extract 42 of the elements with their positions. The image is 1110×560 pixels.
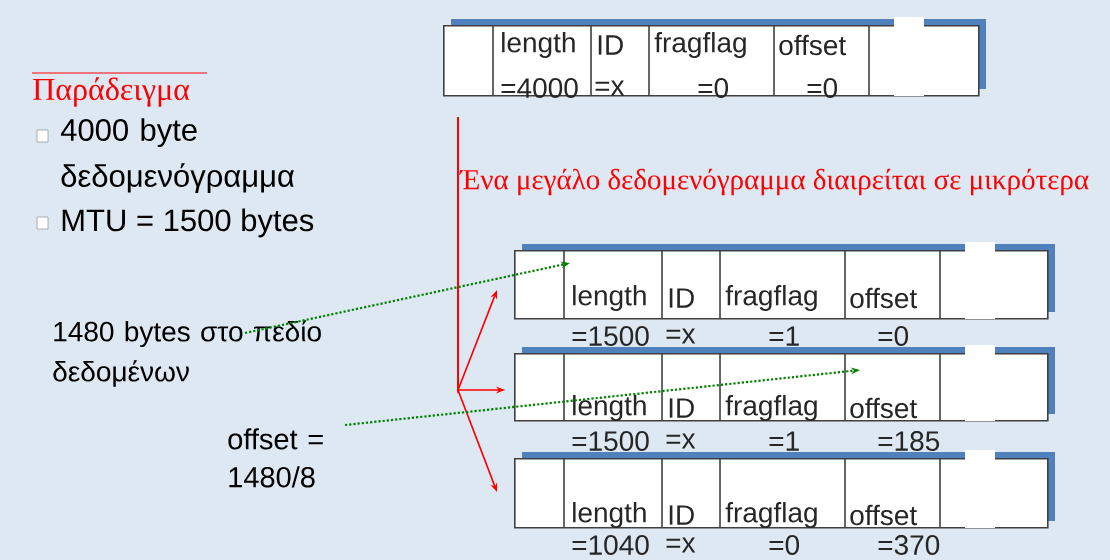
field-label: length: [573, 284, 646, 312]
field-label: =x: [666, 537, 696, 553]
field-label: ID: [669, 398, 694, 418]
field-label: =0: [698, 78, 729, 98]
field-label: =185: [878, 431, 940, 451]
field-label: =0: [878, 326, 909, 346]
field-label: fragflag: [725, 394, 817, 422]
field-label: ID: [598, 35, 623, 55]
field-label: fragflag: [725, 284, 817, 312]
note-text: offset = 1480/8: [228, 428, 323, 488]
note-text: 1480 bytes στο πεδίο δεδομένων: [53, 320, 321, 387]
datagram-box: [514, 345, 1055, 422]
field-label: length: [573, 394, 646, 422]
field-label: length: [573, 501, 646, 529]
field-label: =x: [666, 433, 696, 449]
field-label: =1: [769, 326, 799, 346]
field-label: =0: [769, 535, 800, 555]
field-label: ID: [669, 288, 694, 308]
annotation: Ένα μεγάλο δεδομενόγραμμα διαιρείται σε μικρότερα: [459, 168, 1089, 196]
datagram-box: [514, 450, 1055, 529]
bullet-text: 4000 byte δεδομενόγραμμα: [60, 118, 294, 194]
field-label: =4000: [501, 78, 578, 98]
field-label: length: [502, 31, 575, 59]
field-label: =0: [807, 78, 838, 98]
field-label: offset: [779, 34, 846, 56]
field-label: =370: [878, 535, 940, 555]
field-label: =1500: [572, 431, 649, 451]
datagram-box: [443, 17, 986, 97]
datagram-box: [514, 242, 1055, 320]
field-label: fragflag: [725, 501, 817, 529]
field-label: =1: [769, 431, 799, 451]
field-label: =1040: [572, 535, 649, 555]
field-label: fragflag: [654, 31, 746, 59]
field-label: ID: [669, 505, 694, 525]
bullet-text: MTU = 1500 bytes: [62, 208, 314, 238]
field-label: offset: [850, 504, 917, 526]
field-label: offset: [850, 397, 917, 419]
heading: Παράδειγμα: [33, 77, 190, 107]
field-label: =1500: [572, 326, 649, 346]
field-label: offset: [850, 287, 917, 309]
field-label: =x: [595, 80, 625, 96]
field-label: =x: [666, 328, 696, 344]
